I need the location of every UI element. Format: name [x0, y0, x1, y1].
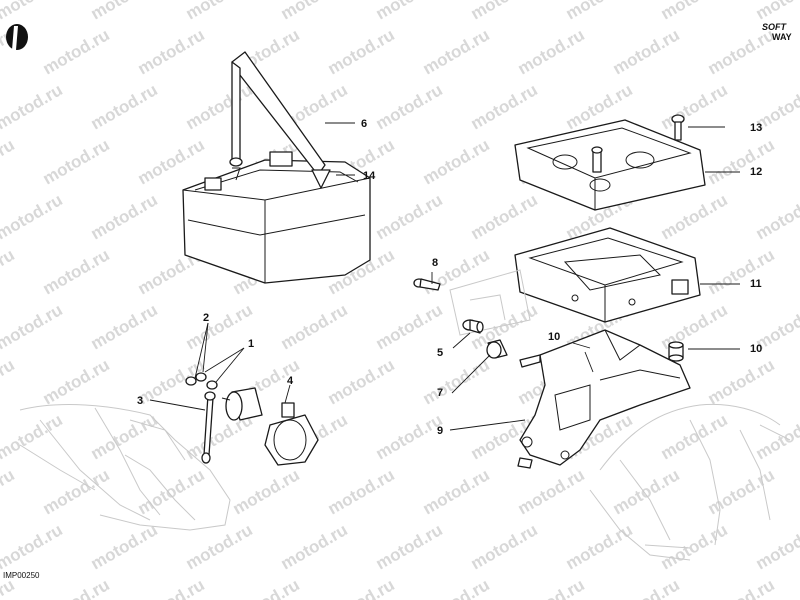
battery-strap	[229, 51, 331, 189]
callout-12: 12	[750, 166, 762, 178]
callout-3: 3	[137, 395, 143, 407]
frame-ghost-right	[589, 403, 791, 561]
callout-10-left: 10	[548, 331, 560, 343]
relay	[221, 387, 319, 466]
spacer	[486, 339, 508, 359]
support-bracket	[519, 329, 691, 466]
callout-8: 8	[432, 257, 438, 269]
frame-ghost-left	[19, 404, 231, 531]
bolt	[413, 278, 441, 291]
lower-tray	[514, 227, 701, 323]
rubber-mount-right	[668, 341, 684, 362]
callout-2: 2	[203, 312, 209, 324]
callout-13: 13	[750, 122, 762, 134]
brand-line-2: WAY	[772, 32, 792, 42]
mount-ghost	[449, 269, 531, 336]
callout-14: 14	[363, 170, 376, 182]
callout-7: 7	[437, 387, 443, 399]
battery	[182, 151, 371, 284]
bracket-screw	[517, 457, 533, 469]
callout-4: 4	[287, 375, 294, 387]
screw	[671, 114, 685, 141]
brand-logo: SOFT WAY	[762, 22, 792, 42]
callout-9: 9	[437, 425, 443, 437]
callout-6: 6	[361, 118, 367, 130]
diagram-code: IMP00250	[3, 571, 40, 580]
callout-labels: 1 2 3 4 5 6 7 8 9 10 10 11 12 13 14	[137, 118, 762, 437]
callout-5: 5	[437, 347, 443, 359]
grommet	[462, 319, 484, 334]
upper-tray	[514, 119, 706, 211]
leader-lines	[149, 122, 740, 431]
callout-11: 11	[750, 278, 762, 290]
brand-line-1: SOFT	[762, 22, 788, 32]
ground-cable	[201, 391, 216, 464]
terminal-nuts	[185, 372, 218, 390]
callout-1: 1	[248, 338, 254, 350]
manufacturer-logo-icon	[6, 24, 28, 50]
callout-10-right: 10	[750, 343, 762, 355]
